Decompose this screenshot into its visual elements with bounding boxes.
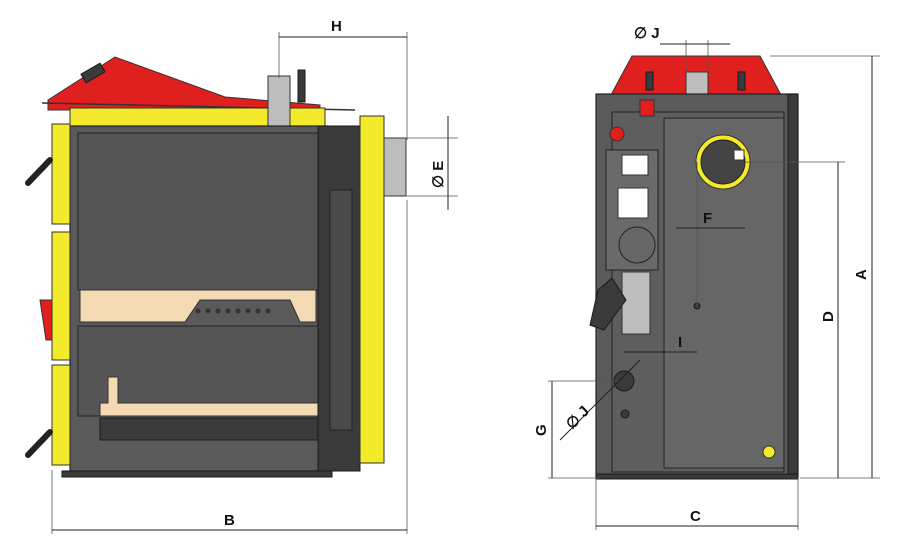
side-exchanger-inner [329,189,353,431]
label-f: F [703,210,712,227]
label-a: A [853,269,870,280]
rear-valve-red [609,126,625,142]
label-g: G [533,424,550,436]
label-i: I [678,334,682,351]
rear-valve-top [639,99,655,117]
rear-drain [620,409,630,419]
side-lid-handle [80,62,106,84]
side-dimensions: H ∅ E B [51,18,458,534]
rear-flue-hole [700,139,746,185]
label-e: ∅ E [430,161,447,188]
rear-view [589,55,799,480]
side-grate-holes [195,308,271,314]
rear-side-strip [787,93,799,477]
label-d: D [820,311,837,322]
side-base-tray [99,417,319,441]
rear-top-slot-left [645,71,654,91]
side-chimney [267,75,291,127]
side-upper-chamber [77,132,319,291]
side-lower-handle [25,429,53,458]
side-lower-door [51,364,71,466]
rear-feet [595,473,799,480]
rear-sticker [617,187,649,219]
rear-lever [589,277,627,331]
side-firebrick-grate [79,289,317,323]
rear-name-plate [621,154,649,176]
label-j-side: ∅ J [563,403,593,433]
rear-top-slot-right [737,71,746,91]
side-feet [61,470,333,478]
side-middle-door [51,231,71,361]
label-h: H [331,18,342,35]
label-j-top: ∅ J [634,25,660,42]
side-right-yellow-panel [359,115,385,464]
rear-flue-sensor [733,149,745,161]
side-red-lid [47,56,321,111]
rear-round-cover [618,226,656,264]
label-c: C [690,508,701,525]
side-view [25,56,407,478]
rear-hatch [621,271,651,335]
label-b: B [224,512,235,529]
side-flue-outlet [383,137,407,197]
rear-fitting [762,445,776,459]
side-upper-handle [25,157,53,186]
side-chimney-pipe [297,69,306,103]
side-upper-door [51,123,71,225]
side-door-red-flap [39,299,53,341]
